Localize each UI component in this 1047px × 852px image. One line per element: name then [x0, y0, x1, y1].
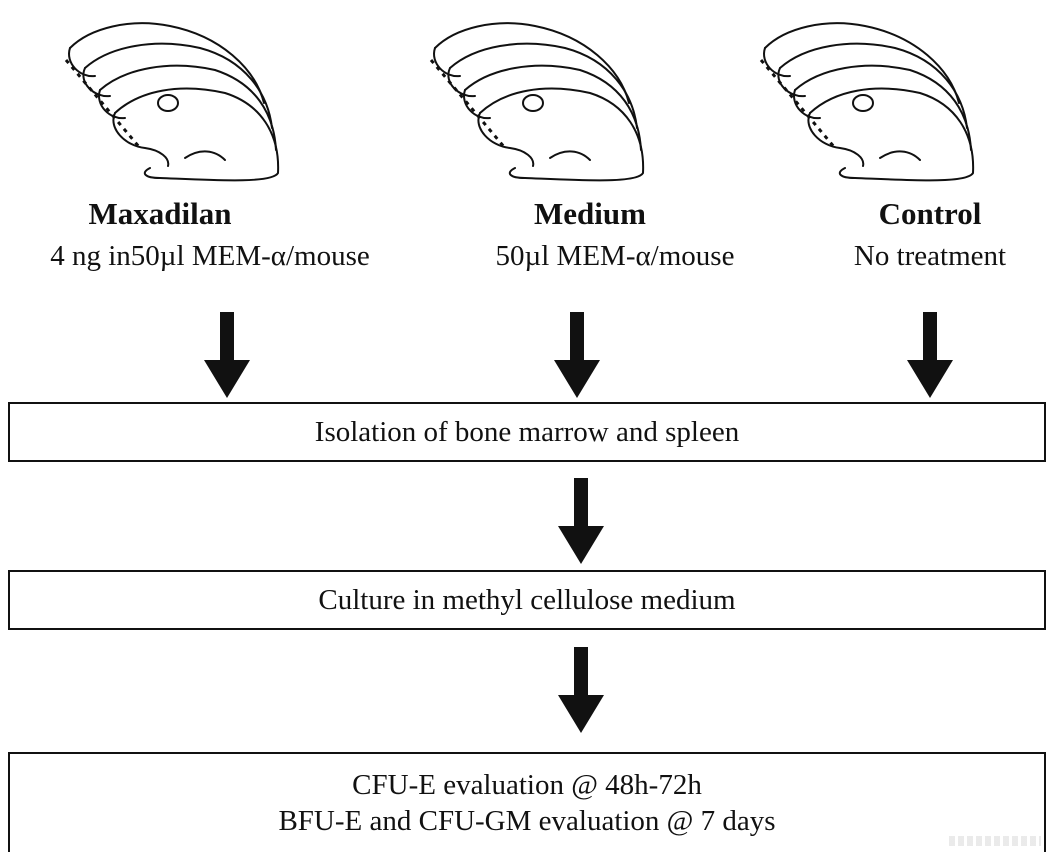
group-name-maxadilan: Maxadilan — [60, 196, 260, 232]
group-description-maxadilan: 4 ng in50µl MEM-α/mouse — [0, 240, 420, 273]
group-description-medium: 50µl MEM-α/mouse — [455, 240, 775, 273]
step-box-evaluation: CFU-E evaluation @ 48h-72h BFU-E and CFU… — [8, 752, 1046, 852]
down-arrow-icon — [202, 312, 252, 398]
mice-group-icon-medium — [415, 8, 655, 188]
step-box-culture: Culture in methyl cellulose medium — [8, 570, 1046, 630]
down-arrow-icon — [905, 312, 955, 398]
step-text: Culture in methyl cellulose medium — [318, 582, 735, 618]
group-name-medium: Medium — [490, 196, 690, 232]
step-text-bfu-e: BFU-E and CFU-GM evaluation @ 7 days — [278, 803, 775, 839]
group-description-control: No treatment — [805, 240, 1047, 273]
mice-group-icon-control — [745, 8, 985, 188]
mice-group-icon-maxadilan — [50, 8, 290, 188]
down-arrow-icon — [552, 312, 602, 398]
down-arrow-icon — [556, 478, 606, 564]
step-text: Isolation of bone marrow and spleen — [315, 414, 739, 450]
down-arrow-icon — [556, 647, 606, 733]
group-name-control: Control — [830, 196, 1030, 232]
step-text-cfu-e: CFU-E evaluation @ 48h-72h — [352, 767, 702, 803]
step-box-isolation: Isolation of bone marrow and spleen — [8, 402, 1046, 462]
scan-watermark — [949, 836, 1041, 846]
